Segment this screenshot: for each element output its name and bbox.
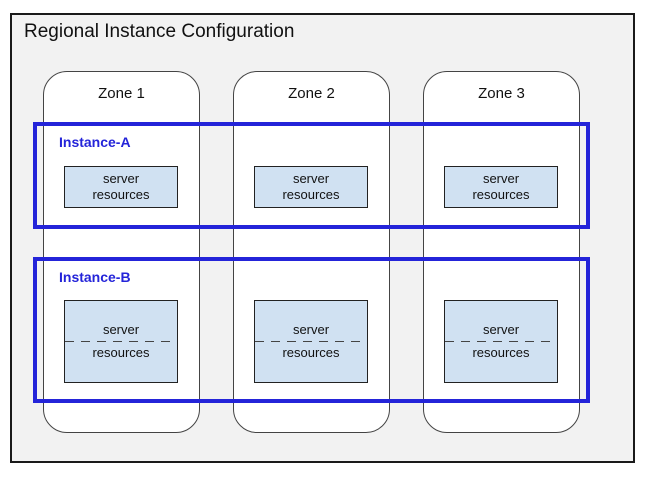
server-resources-box-instance-a-zone-3: server resources (444, 166, 558, 208)
instance-a-boundary: Instance-A (33, 122, 590, 229)
dashed-split-divider (65, 341, 177, 342)
server-resources-box-instance-a-zone-1: server resources (64, 166, 178, 208)
server-resources-label: resources (92, 345, 150, 360)
diagram-title: Regional Instance Configuration (24, 21, 295, 42)
zone-3-label: Zone 3 (478, 85, 525, 102)
server-resources-label: resources (92, 187, 150, 202)
server-resources-label: resources (472, 345, 530, 360)
server-resources-label: resources (282, 187, 340, 202)
server-resources-box-instance-a-zone-2: server resources (254, 166, 368, 208)
server-resources-label: resources (282, 345, 340, 360)
server-resources-label: server (482, 171, 520, 186)
instance-a-label: Instance-A (59, 134, 131, 150)
dashed-split-divider (445, 341, 557, 342)
server-resources-box-instance-b-zone-1: server resources (64, 300, 178, 383)
server-resources-box-instance-b-zone-3: server resources (444, 300, 558, 383)
server-resources-box-instance-b-zone-2: server resources (254, 300, 368, 383)
server-resources-label: resources (472, 187, 530, 202)
instance-b-boundary: Instance-B (33, 257, 590, 403)
instance-b-label: Instance-B (59, 269, 131, 285)
server-resources-label: server (292, 322, 330, 337)
server-resources-label: server (482, 322, 520, 337)
server-resources-label: server (102, 171, 140, 186)
zone-1-label: Zone 1 (98, 85, 145, 102)
server-resources-label: server (292, 171, 330, 186)
zone-2-label: Zone 2 (288, 85, 335, 102)
server-resources-label: server (102, 322, 140, 337)
dashed-split-divider (255, 341, 367, 342)
